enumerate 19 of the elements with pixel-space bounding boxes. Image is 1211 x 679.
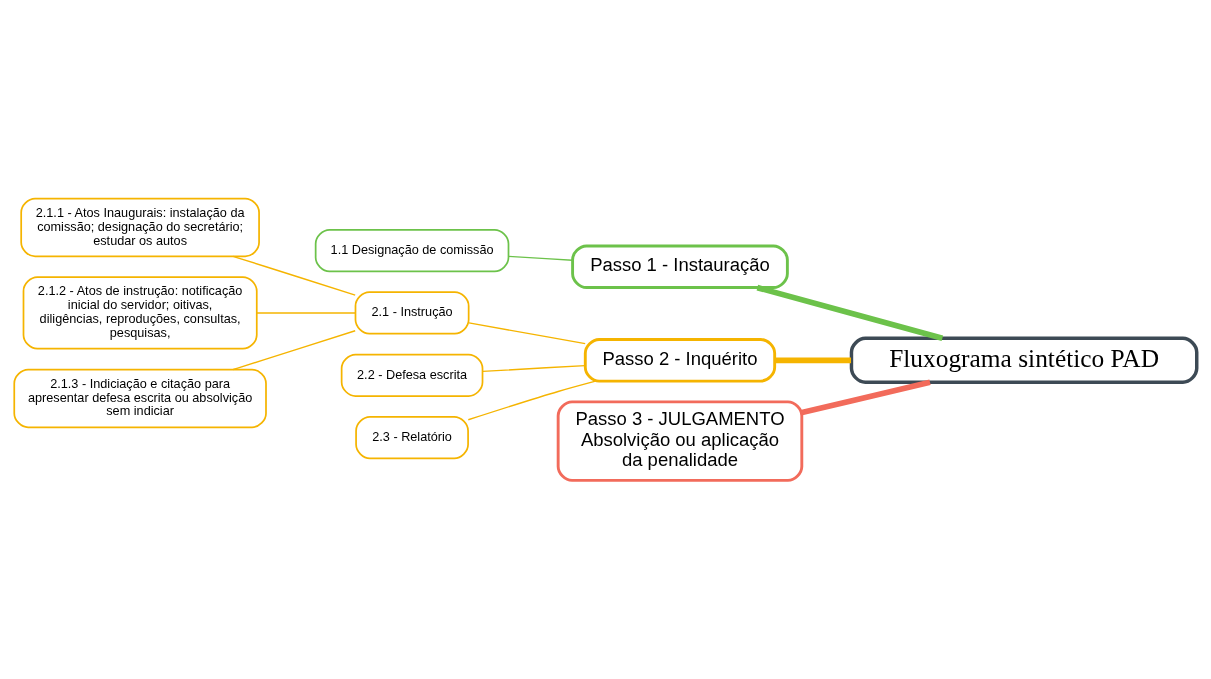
node-box: 2.1.3 - Indiciação e citação para apresentar defesa escrita ou absolvição sem indiciar: [13, 368, 267, 429]
node-box: Passo 3 - JULGAMENTO Absolvição ou aplicação da penalidade: [556, 400, 804, 482]
connector: [756, 284, 944, 342]
node-box: 2.2 - Defesa escrita: [340, 353, 484, 397]
node-box: 1.1 Designação de comissão: [314, 228, 510, 273]
node-box: 2.1.2 - Atos de instrução: notificação inicial do servidor; oitivas, diligências, reproduções, consultas, pesquisas,: [22, 276, 258, 350]
node-box: Fluxograma sintético PAD: [849, 336, 1199, 384]
connector: [507, 255, 574, 261]
connector: [801, 379, 931, 416]
connector: [467, 380, 597, 421]
node-box: 2.3 - Relatório: [355, 416, 469, 460]
connector: [774, 357, 852, 364]
node-box: Passo 2 - Inquérito: [583, 338, 777, 383]
connector: [468, 322, 586, 345]
node-box: Passo 1 - Instauração: [571, 244, 789, 289]
node-box: 2.1 - Instrução: [354, 291, 470, 335]
connector: [256, 312, 357, 314]
node-box: 2.1.1 - Atos Inaugurais: instalação da comissão; designação do secretário; estudar os autos: [20, 197, 260, 258]
connector: [481, 364, 586, 373]
